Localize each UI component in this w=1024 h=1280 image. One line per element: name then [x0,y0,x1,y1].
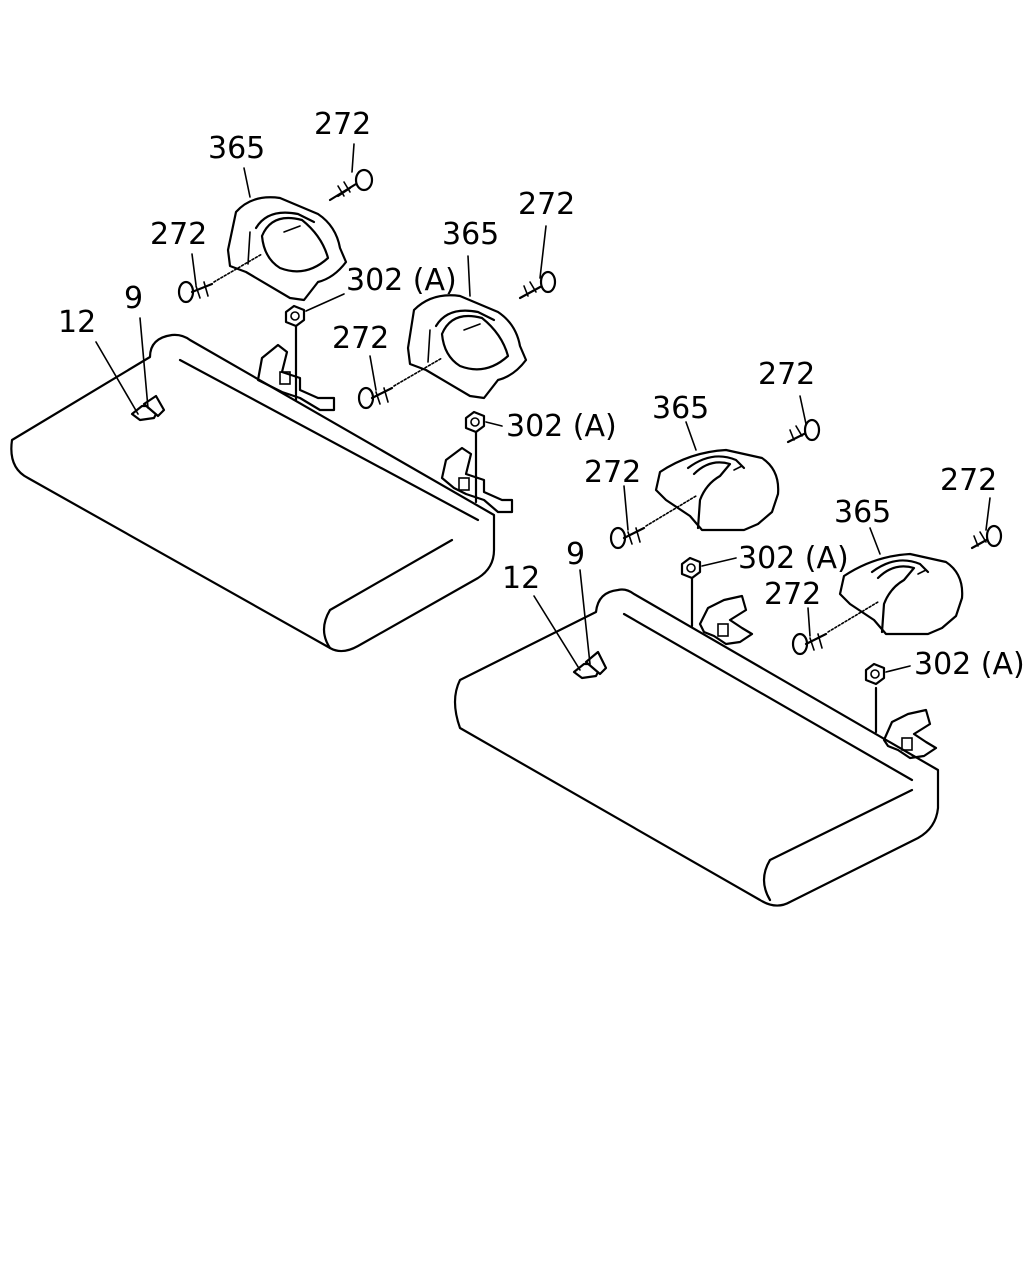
left-seat-cushion [10,333,496,653]
label-302a-right-lower: 302 (A) [914,647,1024,682]
label-365-right-lower: 365 [834,495,891,530]
label-302a-left-lower: 302 (A) [506,409,617,444]
right-screw-lower-right [970,524,1003,550]
right-clip [572,650,608,680]
label-12-left: 12 [58,305,96,340]
label-365-left-lower: 365 [442,217,499,252]
callout-labels: 272 365 272 302 (A) 12 9 272 365 272 302… [58,107,1024,682]
label-9-left: 9 [124,281,143,316]
right-screw-upper-right [786,418,821,444]
left-screw-lower-right [518,270,557,300]
right-bracket-upper [690,576,754,646]
left-cover-upper [226,196,348,302]
left-screw-upper-right [328,168,374,202]
left-screw-lower-left [357,357,443,410]
label-272-right-top-2: 272 [940,463,997,498]
label-9-right: 9 [566,537,585,572]
left-bracket-lower [440,430,514,514]
left-cover-lower [406,294,528,400]
label-272-left-top: 272 [314,107,371,142]
label-365-right-upper: 365 [652,391,709,426]
label-272-right-mid: 272 [584,455,641,490]
right-nut-upper [680,556,702,580]
label-12-right: 12 [502,561,540,596]
label-365-left-upper: 365 [208,131,265,166]
right-bracket-lower [874,686,938,760]
label-272-left-lower: 272 [332,321,389,356]
label-272-right-lower: 272 [764,577,821,612]
right-cover-upper [654,448,780,532]
right-nut-lower [864,662,886,686]
label-302a-left-upper: 302 (A) [346,263,457,298]
label-272-left-mid: 272 [150,217,207,252]
left-clip [130,394,166,422]
left-assembly [10,143,557,653]
right-seat-cushion [453,588,940,907]
left-screw-upper-left [177,253,263,304]
right-cover-lower [838,552,964,636]
right-screw-lower-left [791,601,879,656]
left-nut-lower [464,410,486,434]
label-272-left-top-2: 272 [518,187,575,222]
label-302a-right-upper: 302 (A) [738,541,849,576]
left-nut-upper [284,304,306,328]
label-272-right-top: 272 [758,357,815,392]
right-assembly [453,395,1003,907]
right-screw-upper-left [609,495,697,550]
left-bracket-upper [256,324,336,412]
